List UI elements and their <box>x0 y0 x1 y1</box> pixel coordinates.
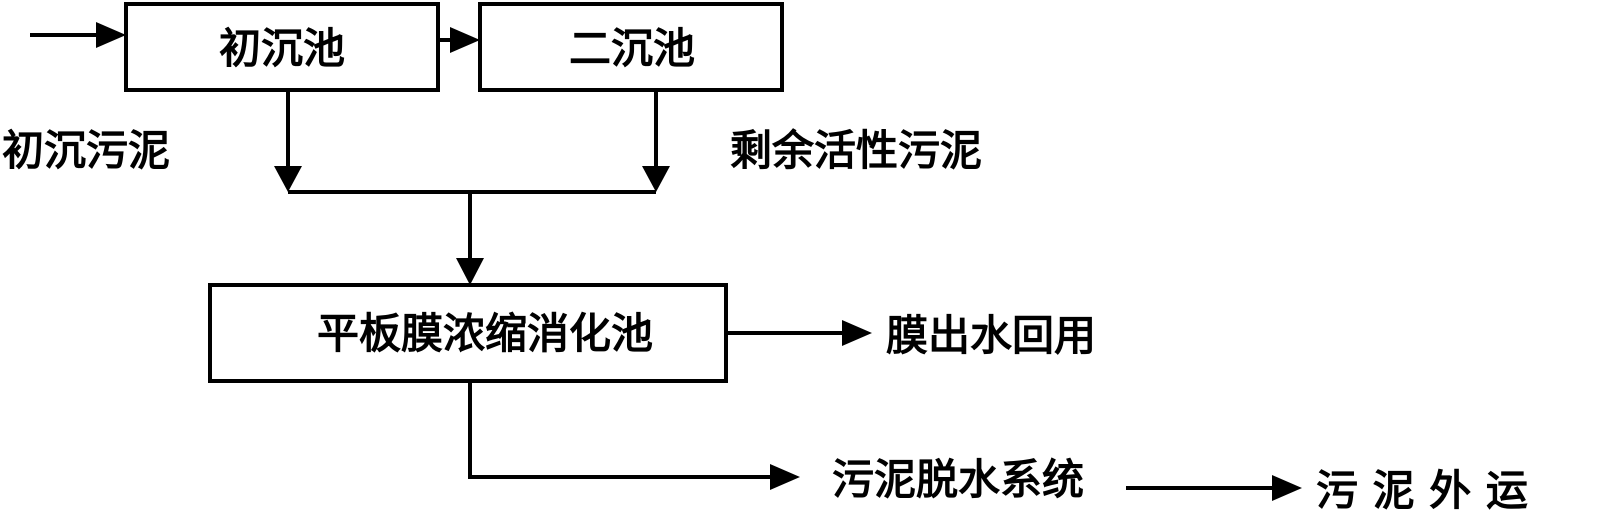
membrane-effluent-arrowhead <box>842 320 872 346</box>
primary-sludge-arrowhead <box>274 166 302 192</box>
primary-to-secondary-arrowhead <box>450 27 480 53</box>
membrane-tank-label: 平板膜浓缩消化池 <box>317 309 653 358</box>
transport-label: 污 泥 外 运 <box>1316 466 1528 515</box>
dewatering-label: 污泥脱水系统 <box>832 455 1084 504</box>
to-dewatering-arrowhead <box>770 464 800 490</box>
secondary-clarifier-label: 二沉池 <box>569 24 695 73</box>
secondary-clarifier-box <box>478 2 784 92</box>
waste-sludge-arrowhead <box>642 166 670 192</box>
to-membrane-arrowhead <box>456 258 484 285</box>
inflow-arrowhead <box>96 22 126 48</box>
primary-clarifier-box <box>124 2 440 92</box>
primary-sludge-label: 初沉污泥 <box>2 126 170 175</box>
to-transport-arrowhead <box>1272 475 1302 501</box>
primary-clarifier-label: 初沉池 <box>219 24 345 73</box>
waste-activated-sludge-label: 剩余活性污泥 <box>730 126 982 175</box>
membrane-effluent-label: 膜出水回用 <box>886 311 1096 360</box>
